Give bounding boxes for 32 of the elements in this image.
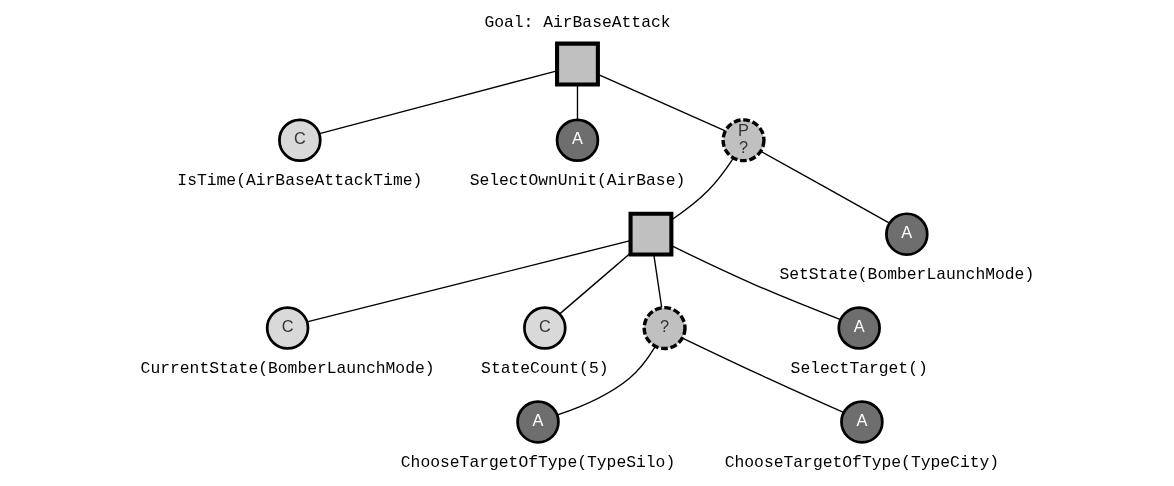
connector: [576, 84, 579, 121]
node-circle: A: [555, 118, 600, 162]
node-circle: ?: [642, 305, 687, 351]
connector: [559, 252, 632, 315]
connector: [670, 244, 842, 321]
node-label: IsTime(AirBaseAttackTime): [177, 171, 423, 191]
node-label: SetState(BomberLaunchMode): [779, 265, 1035, 285]
node-circle: C: [523, 306, 567, 350]
node-label: SelectOwnUnit(AirBase): [469, 171, 686, 191]
node-circle: A: [837, 306, 881, 350]
connector: [556, 345, 656, 416]
connector: [760, 150, 891, 224]
node-label: SelectTarget(): [790, 359, 928, 379]
node-circle: P ?: [721, 118, 766, 163]
node-circle: A: [516, 400, 560, 444]
connector: [597, 74, 726, 132]
connector: [318, 70, 558, 135]
node-label: CurrentState(BomberLaunchMode): [140, 359, 435, 379]
connector: [306, 240, 632, 323]
node-circle: C: [265, 306, 310, 350]
connector: [681, 337, 845, 414]
node-label: Goal: AirBaseAttack: [484, 13, 671, 33]
node-label: StateCount(5): [481, 359, 609, 379]
connector: [653, 254, 663, 309]
node-box: [555, 41, 600, 87]
connector: [671, 157, 734, 221]
node-box: [628, 211, 674, 257]
node-label: ChooseTargetOfType(TypeCity): [724, 453, 1000, 473]
node-circle: A: [840, 400, 884, 444]
node-circle: C: [278, 118, 322, 162]
node-circle: A: [885, 212, 929, 256]
node-label: ChooseTargetOfType(TypeSilo): [400, 453, 676, 473]
